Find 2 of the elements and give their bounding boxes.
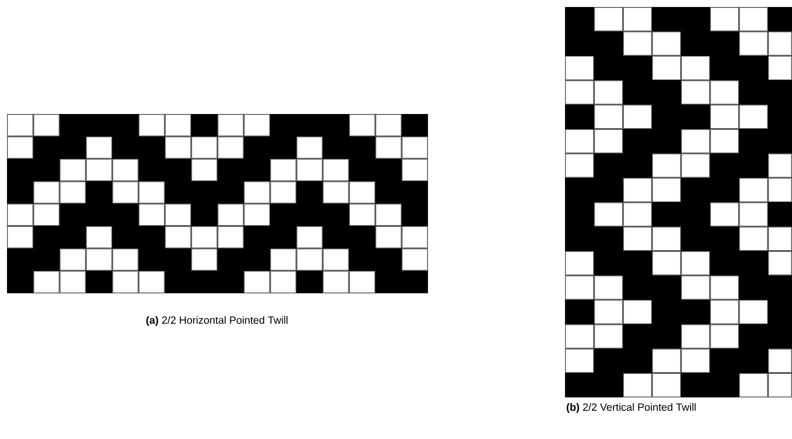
caption: (b) 2/2 Vertical Pointed Twill — [566, 403, 696, 413]
caption: (a) 2/2 Horizontal Pointed Twill — [146, 316, 288, 326]
